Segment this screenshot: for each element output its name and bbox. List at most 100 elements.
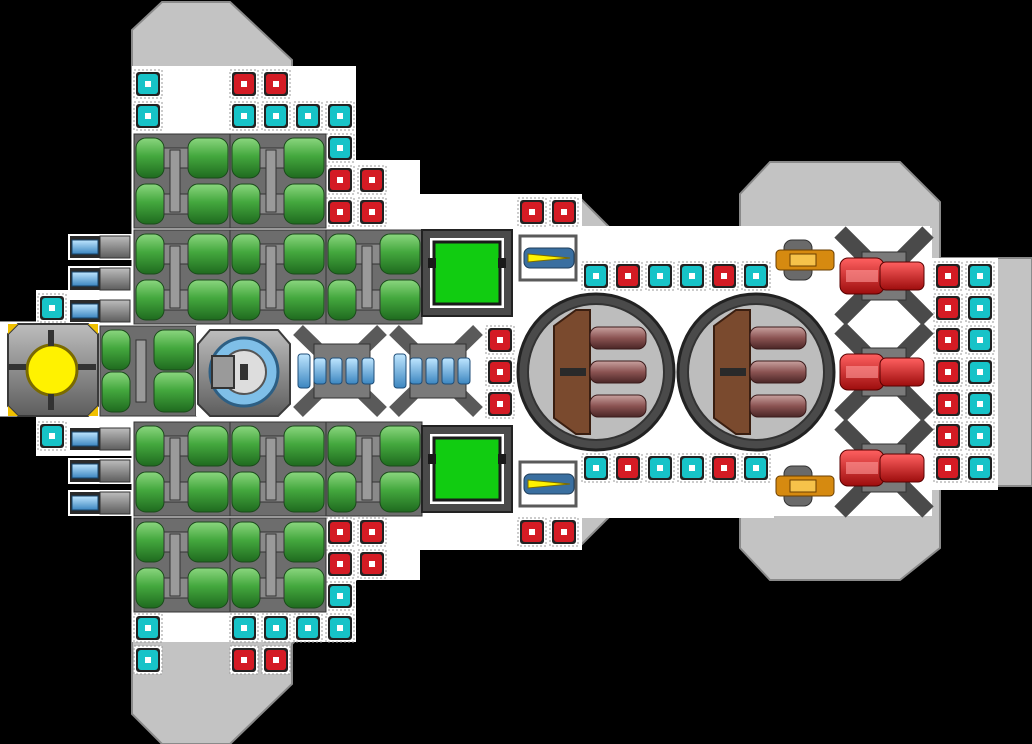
armor-segment[interactable] bbox=[229, 517, 327, 613]
power-block[interactable] bbox=[325, 165, 355, 195]
crew-block[interactable] bbox=[645, 261, 675, 291]
armor-segment[interactable] bbox=[133, 517, 231, 613]
missile-bay[interactable] bbox=[516, 456, 580, 512]
power-block[interactable] bbox=[325, 549, 355, 579]
power-block[interactable] bbox=[613, 453, 643, 483]
reactor-core[interactable] bbox=[7, 323, 99, 417]
armor-segment[interactable] bbox=[133, 421, 231, 517]
cargo-hold-top[interactable] bbox=[421, 229, 513, 317]
cargo-hold-bottom[interactable] bbox=[421, 425, 513, 513]
crew-block[interactable] bbox=[229, 613, 259, 643]
power-block[interactable] bbox=[229, 645, 259, 675]
armor-segment[interactable] bbox=[325, 421, 423, 517]
thruster[interactable] bbox=[68, 266, 132, 292]
power-block[interactable] bbox=[517, 517, 547, 547]
power-block[interactable] bbox=[549, 197, 579, 227]
crew-block[interactable] bbox=[133, 69, 163, 99]
crew-block[interactable] bbox=[261, 613, 291, 643]
shield-generator[interactable] bbox=[196, 326, 291, 417]
crew-block[interactable] bbox=[133, 101, 163, 131]
power-block[interactable] bbox=[933, 357, 963, 387]
thruster[interactable] bbox=[68, 490, 132, 516]
crew-block[interactable] bbox=[965, 389, 995, 419]
power-block[interactable] bbox=[229, 69, 259, 99]
power-block[interactable] bbox=[261, 69, 291, 99]
power-block[interactable] bbox=[549, 517, 579, 547]
power-block[interactable] bbox=[325, 517, 355, 547]
power-block[interactable] bbox=[933, 453, 963, 483]
power-block[interactable] bbox=[357, 517, 387, 547]
laser-cannon[interactable] bbox=[834, 226, 934, 326]
armor-segment[interactable] bbox=[325, 229, 423, 325]
power-block[interactable] bbox=[325, 197, 355, 227]
block-light-icon bbox=[945, 465, 951, 471]
crew-block[interactable] bbox=[325, 133, 355, 163]
power-block[interactable] bbox=[357, 165, 387, 195]
crew-block[interactable] bbox=[325, 581, 355, 611]
crew-block[interactable] bbox=[293, 613, 323, 643]
power-block[interactable] bbox=[933, 421, 963, 451]
power-block[interactable] bbox=[357, 197, 387, 227]
armor-segment[interactable] bbox=[229, 421, 327, 517]
armor-segment[interactable] bbox=[133, 133, 231, 229]
laser-cannon[interactable] bbox=[834, 418, 934, 518]
crew-block[interactable] bbox=[133, 645, 163, 675]
point-defense-gun[interactable] bbox=[772, 232, 836, 288]
crew-block[interactable] bbox=[37, 293, 67, 323]
triple-cannon-turret[interactable] bbox=[516, 292, 676, 452]
crew-block[interactable] bbox=[261, 101, 291, 131]
power-block[interactable] bbox=[933, 389, 963, 419]
crew-block[interactable] bbox=[677, 453, 707, 483]
block-light-icon bbox=[977, 369, 983, 375]
laser-cannon[interactable] bbox=[834, 322, 934, 422]
missile-bay[interactable] bbox=[516, 230, 580, 286]
crew-block[interactable] bbox=[677, 261, 707, 291]
crew-block[interactable] bbox=[965, 325, 995, 355]
thruster[interactable] bbox=[68, 298, 132, 324]
crew-block[interactable] bbox=[133, 613, 163, 643]
crew-block[interactable] bbox=[965, 293, 995, 323]
crew-block[interactable] bbox=[325, 101, 355, 131]
crew-block[interactable] bbox=[581, 453, 611, 483]
crew-block[interactable] bbox=[965, 421, 995, 451]
crew-block[interactable] bbox=[581, 261, 611, 291]
crew-block[interactable] bbox=[741, 453, 771, 483]
armor-segment[interactable] bbox=[229, 229, 327, 325]
thruster[interactable] bbox=[68, 234, 132, 260]
block-light-icon bbox=[529, 529, 535, 535]
armor-segment[interactable] bbox=[229, 133, 327, 229]
warp-drive[interactable] bbox=[293, 324, 387, 418]
armor-segment[interactable] bbox=[133, 229, 231, 325]
power-block[interactable] bbox=[709, 453, 739, 483]
crew-block[interactable] bbox=[229, 101, 259, 131]
crew-block[interactable] bbox=[37, 421, 67, 451]
warp-drive[interactable] bbox=[389, 324, 483, 418]
armor-segment[interactable] bbox=[99, 325, 197, 417]
power-block[interactable] bbox=[613, 261, 643, 291]
power-block[interactable] bbox=[933, 325, 963, 355]
power-block[interactable] bbox=[517, 197, 547, 227]
block-light-icon bbox=[273, 113, 279, 119]
power-block[interactable] bbox=[357, 549, 387, 579]
point-defense-gun[interactable] bbox=[772, 458, 836, 514]
block-light-icon bbox=[497, 337, 503, 343]
crew-block[interactable] bbox=[293, 101, 323, 131]
crew-block[interactable] bbox=[965, 453, 995, 483]
power-block[interactable] bbox=[933, 261, 963, 291]
power-block[interactable] bbox=[709, 261, 739, 291]
block-light-icon bbox=[337, 625, 343, 631]
missile-bay-group bbox=[516, 230, 580, 512]
crew-block[interactable] bbox=[645, 453, 675, 483]
crew-block[interactable] bbox=[965, 261, 995, 291]
thruster[interactable] bbox=[68, 458, 132, 484]
thruster[interactable] bbox=[68, 426, 132, 452]
crew-block[interactable] bbox=[741, 261, 771, 291]
power-block[interactable] bbox=[485, 357, 515, 387]
crew-block[interactable] bbox=[325, 613, 355, 643]
crew-block[interactable] bbox=[965, 357, 995, 387]
power-block[interactable] bbox=[261, 645, 291, 675]
power-block[interactable] bbox=[933, 293, 963, 323]
power-block[interactable] bbox=[485, 325, 515, 355]
power-block[interactable] bbox=[485, 389, 515, 419]
triple-cannon-turret[interactable] bbox=[676, 292, 836, 452]
